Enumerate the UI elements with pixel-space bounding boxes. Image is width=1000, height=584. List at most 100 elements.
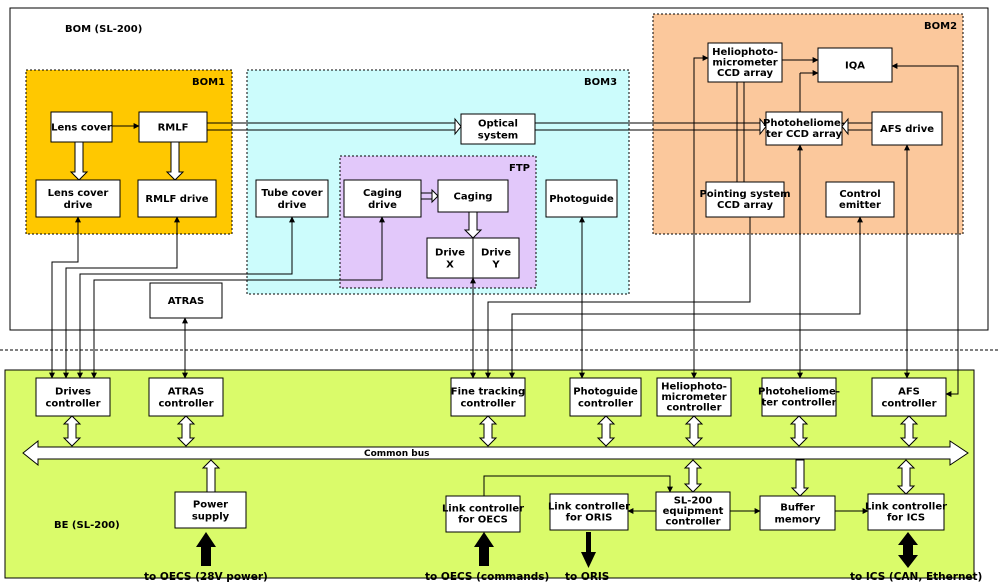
box-label: controller	[666, 403, 721, 414]
box-rmlf-drive: RMLF drive	[137, 179, 217, 218]
fat-arrow	[596, 415, 616, 447]
output-oecs-power: to OECS (28V power)	[144, 571, 268, 583]
box-label: micrometer	[712, 58, 777, 69]
fat-arrow	[789, 415, 809, 447]
box-label: Heliophoto-	[661, 381, 727, 392]
box-photoguide: Photoguide	[545, 179, 618, 218]
box-label: Fine tracking	[451, 387, 525, 398]
box-label: Link controller	[865, 502, 947, 513]
box-label: Drive	[435, 248, 465, 259]
box-label: controller	[460, 399, 515, 410]
box-label: Heliophoto-	[712, 47, 778, 58]
box-label: Photoguide	[549, 194, 614, 205]
bom-title: BOM (SL-200)	[65, 24, 142, 35]
box-label: controller	[578, 399, 633, 410]
box-label: for ICS	[887, 512, 925, 523]
box-caging: Caging	[437, 179, 509, 213]
box-label: Optical	[478, 119, 518, 130]
fat-arrow	[165, 141, 185, 181]
box-label: X	[446, 260, 454, 271]
box-label: Photoheliome-	[758, 387, 840, 398]
box-label: drive	[368, 200, 397, 211]
box-label: Power	[193, 500, 228, 511]
box-afs-drive: AFS drive	[871, 111, 943, 146]
common-bus-label: Common bus	[364, 449, 429, 459]
box-label: controller	[665, 517, 720, 528]
box-atras: ATRAS	[149, 282, 223, 319]
fat-arrow	[463, 211, 483, 239]
external-arrows	[196, 532, 918, 568]
box-label: Caging	[454, 192, 493, 203]
box-label: controller	[881, 399, 936, 410]
fat-arrow	[899, 415, 919, 447]
fat-arrow	[790, 459, 810, 497]
box-label: controller	[45, 399, 100, 410]
box-label: emitter	[839, 200, 881, 211]
box-label: Link controller	[442, 504, 524, 515]
box-label: IQA	[845, 61, 865, 72]
box-label: SL-200	[674, 495, 713, 506]
box-label: system	[478, 131, 518, 142]
fat-arrows	[62, 141, 919, 497]
box-label: for ORIS	[566, 512, 613, 523]
box-label: Tube cover	[261, 188, 322, 199]
bom2-title: BOM2	[924, 21, 957, 32]
box-label: ter CCD array	[766, 129, 842, 140]
be-title: BE (SL-200)	[54, 520, 120, 531]
bom1-title: BOM1	[192, 77, 225, 88]
bom3-title: BOM3	[584, 77, 617, 88]
box-label: Photoguide	[573, 387, 638, 398]
box-label: for OECS	[458, 514, 508, 525]
box-label: AFS	[898, 387, 920, 398]
output-oecs-commands: to OECS (commands)	[425, 571, 549, 583]
box-label: equipment	[663, 506, 724, 517]
box-photoheliometer-controller: Photoheliome-ter controller	[758, 377, 840, 417]
box-label: Caging	[363, 188, 402, 199]
box-label: memory	[775, 515, 821, 526]
box-label: supply	[192, 512, 230, 523]
box-label: Y	[491, 260, 500, 271]
box-label: Link controller	[548, 502, 630, 513]
box-label: Pointing system	[699, 189, 790, 200]
fat-arrow	[478, 415, 498, 447]
box-label: Buffer	[780, 503, 815, 514]
box-label: controller	[158, 399, 213, 410]
box-label: RMLF	[158, 123, 189, 134]
box-label: ter controller	[761, 397, 836, 408]
fat-arrow	[62, 415, 82, 447]
box-label: drive	[278, 200, 307, 211]
box-label: AFS drive	[880, 124, 934, 135]
fat-arrow	[176, 415, 196, 447]
box-label: Lens cover	[48, 188, 109, 199]
common-bus: Common bus	[22, 439, 969, 467]
box-label: drive	[64, 200, 93, 211]
fat-arrow	[69, 141, 89, 181]
box-label: CCD array	[717, 200, 774, 211]
box-label: RMLF drive	[145, 194, 208, 205]
box-iqa: IQA	[817, 47, 893, 83]
box-label: Drive	[481, 248, 511, 259]
ftp-title: FTP	[509, 163, 530, 174]
